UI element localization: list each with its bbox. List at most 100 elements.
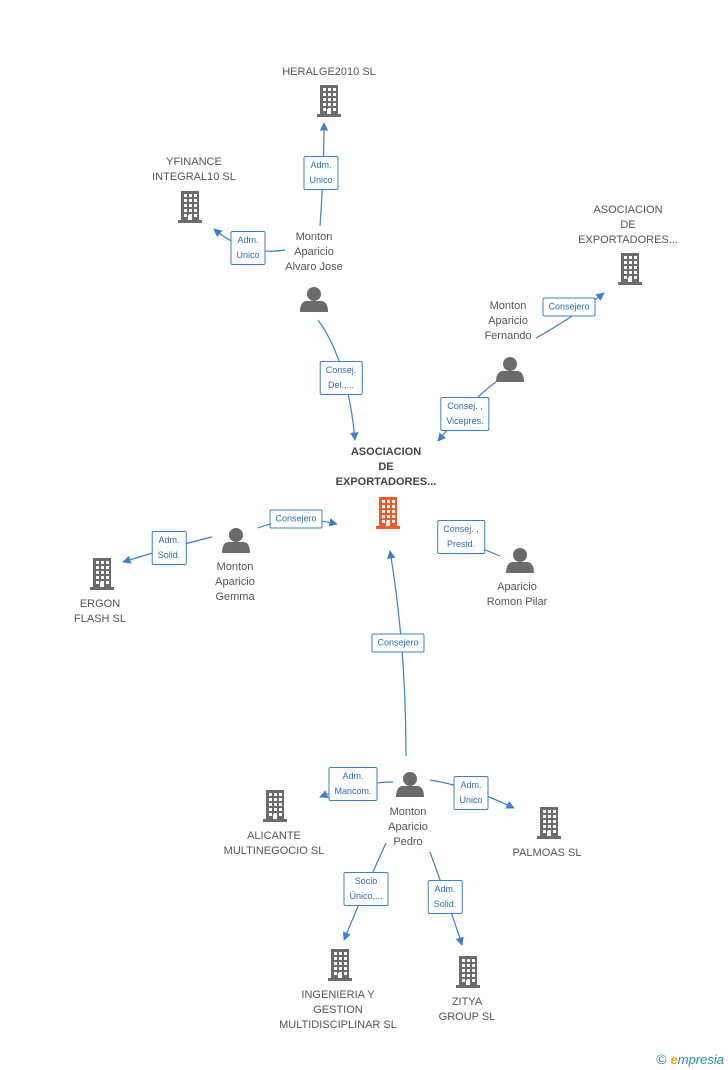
- node-label-line: DE: [378, 461, 394, 473]
- edge-label-e8[interactable]: Consej. , Presid.: [437, 520, 485, 554]
- company-building-icon[interactable]: [317, 85, 341, 117]
- node-label-line: Aparicio: [497, 581, 537, 593]
- node-label-asoc_top[interactable]: ASOCIACION DE EXPORTADORES...: [578, 203, 678, 248]
- person-icon[interactable]: [396, 772, 424, 797]
- node-label-line: FLASH SL: [74, 613, 126, 625]
- person-icon[interactable]: [300, 287, 328, 312]
- edge-label-line: Consejero: [275, 513, 317, 524]
- node-label-line: GESTION: [313, 1004, 363, 1016]
- node-label-yfinance[interactable]: YFINANCE INTEGRAL10 SL: [152, 155, 236, 185]
- node-label-line: Pedro: [393, 836, 423, 848]
- edge-label-line: Adm.: [434, 884, 456, 894]
- node-label-ergon[interactable]: ERGON FLASH SL: [74, 597, 126, 627]
- edge-label-line: Adm.: [342, 771, 364, 781]
- node-label-ingenieria[interactable]: INGENIERIA Y GESTION MULTIDISCIPLINAR SL: [279, 988, 397, 1033]
- node-label-line: ASOCIACION: [350, 446, 422, 458]
- node-label-line: Aparicio: [388, 821, 428, 833]
- node-label-heralge[interactable]: HERALGE2010 SL: [282, 65, 376, 80]
- node-label-line: HERALGE2010 SL: [282, 66, 376, 78]
- edge-label-line: Consej.: [325, 365, 357, 375]
- node-label-line: PALMOAS SL: [512, 847, 582, 859]
- edge-label-e1[interactable]: Adm.Unico: [303, 156, 339, 190]
- edge-label-line: Adm.: [460, 780, 482, 790]
- edge-label-line: Solid.: [157, 550, 181, 560]
- node-label-line: GROUP SL: [438, 1011, 496, 1023]
- company-building-icon[interactable]: [90, 558, 114, 590]
- edge-label-line: Vicepres.: [446, 416, 484, 426]
- edge-label-line: Consejero: [377, 637, 419, 648]
- edge-fernando-to-asoc_top: [535, 292, 605, 339]
- edge-label-line: Único,...: [349, 891, 383, 901]
- edge-label-line: Consej. ,: [443, 524, 479, 534]
- edge-label-line: Socio: [354, 876, 378, 886]
- edge-label-e4[interactable]: Consejero: [542, 297, 596, 317]
- node-label-line: DE: [620, 219, 636, 231]
- company-building-icon[interactable]: [178, 191, 202, 223]
- node-label-main[interactable]: ASOCIACION DE EXPORTADORES...: [336, 445, 437, 490]
- edge-label-e11[interactable]: Adm. Unico: [453, 776, 489, 810]
- node-label-line: Monton: [295, 231, 333, 243]
- node-label-alicante[interactable]: ALICANTE MULTINEGOCIO SL: [224, 829, 325, 859]
- node-label-line: ERGON: [79, 598, 121, 610]
- node-label-line: ZITYA: [451, 996, 483, 1008]
- node-label-line: INTEGRAL10 SL: [152, 171, 236, 183]
- edge-pedro-to-main: [387, 550, 407, 757]
- person-icon[interactable]: [506, 548, 534, 573]
- edge-label-line: Adm.: [237, 235, 259, 245]
- edge-label-e3[interactable]: Consej. Del.,...: [319, 361, 363, 395]
- company-building-icon[interactable]: [618, 253, 642, 285]
- company-building-icon[interactable]: [456, 956, 480, 988]
- node-label-palmoas[interactable]: PALMOAS SL: [513, 846, 582, 861]
- edge-label-line: Del.,...: [327, 380, 355, 390]
- node-label-line: MULTINEGOCIO SL: [223, 845, 325, 857]
- edge-label-e10[interactable]: Adm. Mancom.: [328, 767, 378, 801]
- edge-label-e2[interactable]: Adm. Unico: [230, 231, 266, 265]
- node-label-line: Monton: [489, 300, 527, 312]
- company-building-icon[interactable]: [263, 790, 287, 822]
- node-label-line: Aparicio: [488, 315, 528, 327]
- node-label-zitya[interactable]: ZITYA GROUP SL: [439, 995, 496, 1025]
- node-label-line: Gemma: [215, 591, 255, 603]
- node-label-line: ASOCIACION: [593, 204, 663, 216]
- main-company-building-icon[interactable]: [376, 497, 400, 529]
- node-label-line: YFINANCE: [166, 156, 222, 168]
- edge-label-e13[interactable]: Adm. Solid.: [427, 880, 463, 914]
- edge-label-line: Consej. ,: [447, 401, 483, 411]
- node-label-line: Fernando: [484, 330, 532, 342]
- node-label-line: EXPORTADORES...: [335, 476, 437, 488]
- edge-label-e5[interactable]: Consej. , Vicepres.: [440, 397, 490, 431]
- edge-label-line: Mancom.: [334, 786, 372, 796]
- edge-label-e6[interactable]: Consejero: [269, 509, 323, 529]
- node-label-line: INGENIERIA Y: [301, 989, 375, 1001]
- watermark: ©empresia: [656, 1051, 724, 1067]
- person-icon[interactable]: [222, 528, 250, 553]
- node-label-line: EXPORTADORES...: [578, 234, 678, 246]
- person-icon[interactable]: [496, 357, 524, 382]
- edge-label-line: Unico: [459, 795, 483, 805]
- company-building-icon[interactable]: [537, 807, 561, 839]
- edge-label-e7[interactable]: Adm. Solid.: [151, 531, 187, 565]
- brand-initial: e: [670, 1052, 678, 1067]
- node-label-line: Alvaro Jose: [285, 261, 343, 273]
- edge-label-line: Solid.: [433, 899, 457, 909]
- node-label-line: MULTIDISCIPLINAR SL: [279, 1019, 397, 1031]
- node-label-line: Romon Pilar: [486, 596, 548, 608]
- edge-label-line: Unico: [236, 250, 260, 260]
- edge-label-e9[interactable]: Consejero: [371, 633, 425, 653]
- node-label-line: ALICANTE: [247, 830, 301, 842]
- node-label-line: Monton: [216, 561, 254, 573]
- edge-label-line: Presid.: [446, 539, 475, 549]
- edge-label-line: Unico: [309, 175, 333, 185]
- edge-label-line: Adm.: [158, 535, 180, 545]
- company-building-icon[interactable]: [328, 949, 352, 981]
- edge-label-line: Consejero: [548, 301, 590, 312]
- node-label-line: Aparicio: [215, 576, 255, 588]
- node-label-line: Aparicio: [294, 246, 334, 258]
